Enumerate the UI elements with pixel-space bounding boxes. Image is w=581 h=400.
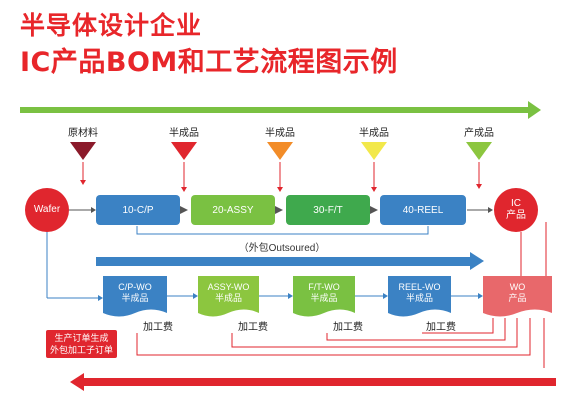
material-funnel-raw <box>70 142 96 160</box>
wo-reel-text: REEL-WO 半成品 <box>388 282 451 304</box>
outsourced-label: （外包Outsoured） <box>238 243 326 254</box>
wo-cp-text: C/P-WO 半成品 <box>103 282 167 304</box>
wo-product-type: 产品 <box>508 293 527 303</box>
wo-doc-product <box>483 276 552 317</box>
blue-arrow-head <box>470 252 484 270</box>
bottom-red-arrow-head <box>70 373 84 391</box>
wo-doc-ft <box>293 276 355 317</box>
wo-assy-type: 半成品 <box>214 293 242 303</box>
ic-product-line1: IC <box>511 198 521 209</box>
fee-label-reel: 加工费 <box>426 322 456 333</box>
process-step-cp-label: 10-C/P <box>122 204 154 216</box>
process-step-ft: 30-F/T <box>286 195 370 225</box>
wafer-node: Wafer <box>25 188 69 232</box>
ic-product-line2: 产品 <box>506 210 526 221</box>
top-green-arrow-shaft <box>20 107 530 113</box>
material-funnel-semi-2 <box>267 142 293 160</box>
material-funnel-finished <box>466 142 492 160</box>
fee-label-assy: 加工费 <box>238 322 268 333</box>
bottom-red-arrow-shaft <box>82 378 556 386</box>
order-note-line2: 外包加工子订单 <box>50 345 114 355</box>
wo-assy-code: ASSY-WO <box>207 282 250 292</box>
fee-label-ft: 加工费 <box>333 322 363 333</box>
material-funnel-semi-3 <box>361 142 387 160</box>
blue-arrow-shaft <box>96 257 472 266</box>
outsourced-bracket <box>136 226 429 235</box>
material-funnel-semi-1 <box>171 142 197 160</box>
ic-product-node: IC 产品 <box>494 188 538 232</box>
material-label-semi-3: 半成品 <box>359 128 389 139</box>
material-label-finished: 产成品 <box>464 128 494 139</box>
wo-cp-code: C/P-WO <box>118 282 152 292</box>
order-note-box: 生产订单生成 外包加工子订单 <box>46 330 118 358</box>
process-step-reel-label: 40-REEL <box>402 204 444 216</box>
fee-label-cp: 加工费 <box>143 322 173 333</box>
wo-cp-type: 半成品 <box>121 293 149 303</box>
title-line-2: IC产品BOM和工艺流程图示例 <box>20 47 398 78</box>
wo-ft-code: F/T-WO <box>308 282 340 292</box>
title-line-1: 半导体设计企业 <box>20 11 203 40</box>
wo-product-code: WO <box>509 282 526 292</box>
wo-ft-text: F/T-WO 半成品 <box>293 282 355 304</box>
material-label-semi-1: 半成品 <box>169 128 199 139</box>
material-label-semi-2: 半成品 <box>265 128 295 139</box>
wo-doc-cp <box>103 276 167 317</box>
wo-ft-type: 半成品 <box>310 293 338 303</box>
wafer-label: Wafer <box>33 204 61 215</box>
flow-arrow-2 <box>275 206 283 214</box>
process-step-cp: 10-C/P <box>96 195 180 225</box>
wo-reel-code: REEL-WO <box>398 282 441 292</box>
process-step-assy-label: 20-ASSY <box>212 204 254 216</box>
wo-reel-type: 半成品 <box>405 293 433 303</box>
wo-assy-text: ASSY-WO 半成品 <box>198 282 259 304</box>
process-step-assy: 20-ASSY <box>191 195 275 225</box>
process-step-ft-label: 30-F/T <box>313 204 343 216</box>
order-note-line1: 生产订单生成 <box>54 333 109 343</box>
process-step-reel: 40-REEL <box>380 195 466 225</box>
wo-doc-assy <box>198 276 259 317</box>
material-label-raw: 原材料 <box>68 128 98 139</box>
wo-product-text: WO 产品 <box>483 282 552 304</box>
flow-arrow-1 <box>180 206 188 214</box>
top-green-arrow-head <box>528 101 541 119</box>
wo-doc-reel <box>388 276 451 317</box>
flow-arrow-3 <box>370 206 378 214</box>
